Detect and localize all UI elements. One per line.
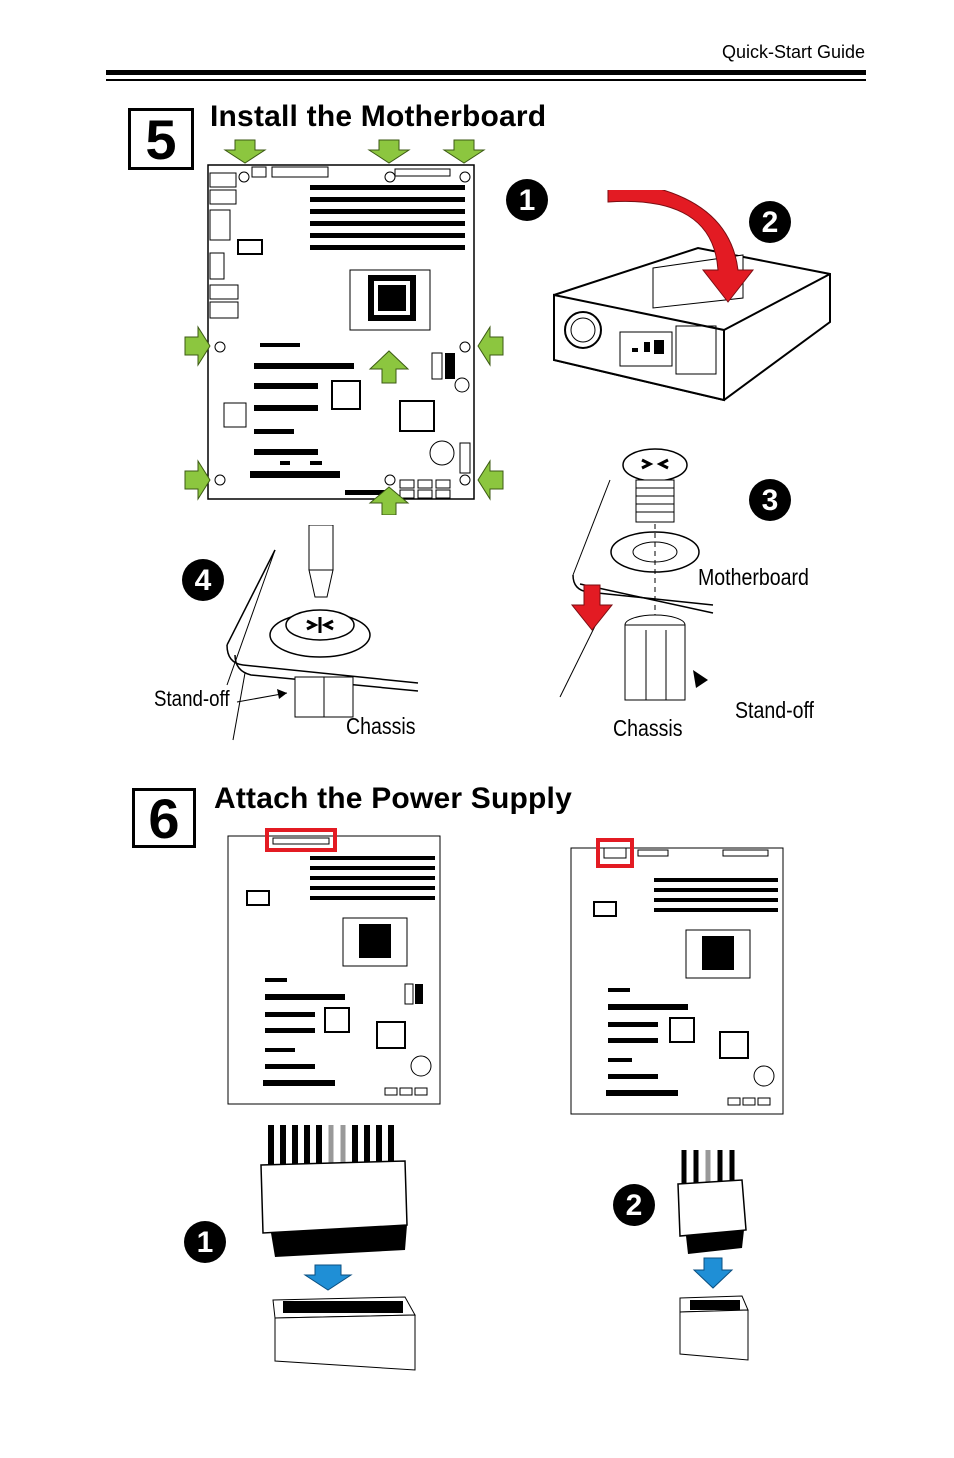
- motherboard-8pin-diagram: [570, 838, 784, 1115]
- standoff-label-left: Stand-off: [154, 686, 230, 711]
- atx-24pin-highlight: [265, 828, 337, 852]
- step5-badge-1-text: 1: [519, 184, 536, 217]
- motherboard-diagram: [184, 139, 504, 515]
- step6-badge-1-text: 1: [197, 1226, 214, 1259]
- step-5-number: 5: [145, 107, 177, 171]
- step5-badge-4-text: 4: [195, 564, 212, 597]
- atx-24pin-connector: [260, 1125, 416, 1371]
- step5-badge-3-text: 3: [762, 484, 779, 517]
- motherboard-24pin-diagram: [227, 828, 441, 1105]
- step-5-number-box: 5: [128, 107, 194, 171]
- header-rule: [106, 70, 866, 75]
- step5-badge-4: 4: [182, 559, 224, 601]
- step5-badge-1: 1: [506, 179, 548, 221]
- cpu-8pin-connector: [677, 1150, 749, 1361]
- chassis-label-left: Chassis: [346, 713, 416, 739]
- motherboard-label: Motherboard: [698, 564, 809, 590]
- step6-badge-1: 1: [184, 1221, 226, 1263]
- cpu-8pin-highlight: [596, 838, 634, 868]
- guide-title: Quick-Start Guide: [721, 42, 865, 62]
- chassis-label-right: Chassis: [613, 715, 683, 741]
- step6-badge-2: 2: [613, 1184, 655, 1226]
- step-6-number: 6: [148, 786, 180, 850]
- standoff-arrows: [184, 139, 504, 515]
- step6-badge-2-text: 2: [626, 1189, 643, 1222]
- chassis-illustration: [553, 190, 831, 402]
- red-curve-arrow: [607, 190, 755, 303]
- step-6-number-box: 6: [132, 786, 196, 850]
- step-6-title: Attach the Power Supply: [214, 782, 572, 815]
- header-rule-thin: [106, 79, 866, 81]
- step5-badge-3: 3: [749, 479, 791, 521]
- screw-stack-illustration: [559, 448, 714, 701]
- step5-badge-2-text: 2: [762, 206, 779, 239]
- step5-badge-2: 2: [749, 201, 791, 243]
- standoff-label-right: Stand-off: [735, 697, 814, 723]
- screwdriver-illustration: [226, 525, 419, 741]
- step-5-title: Install the Motherboard: [210, 100, 547, 133]
- dimm-slots: [310, 185, 465, 250]
